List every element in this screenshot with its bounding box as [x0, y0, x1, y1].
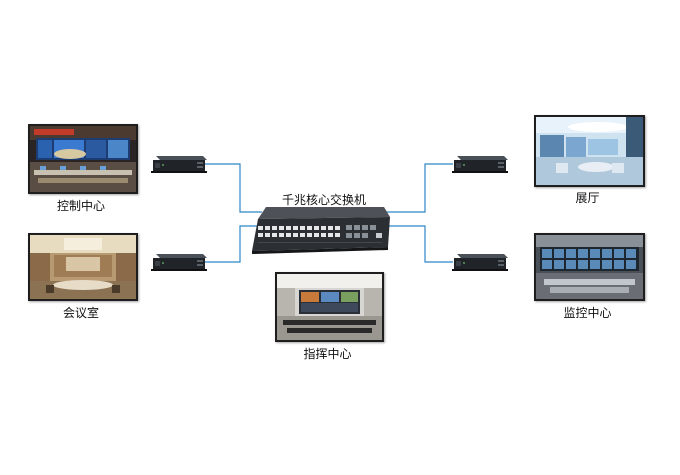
network-encoder-icon [151, 254, 207, 271]
command-center-photo [275, 272, 384, 342]
control-center-photo [28, 124, 138, 194]
meeting-room-label: 会议室 [62, 306, 99, 320]
link-control-center [205, 163, 262, 213]
control-center-label: 控制中心 [56, 199, 105, 213]
link-monitor-center [385, 225, 453, 263]
core-switch-label: 千兆核心交换机 [281, 193, 366, 207]
link-exhibition-hall [385, 163, 453, 213]
network-encoder-icon [452, 156, 508, 173]
monitor-center-photo [534, 233, 645, 301]
core-switch-icon [252, 207, 390, 254]
command-center-label: 指挥中心 [303, 347, 352, 361]
meeting-room-photo [28, 233, 138, 301]
network-encoder-icon [452, 254, 508, 271]
link-meeting-room [205, 225, 262, 263]
exhibition-hall-label: 展厅 [575, 191, 600, 205]
exhibition-hall-photo [534, 115, 645, 187]
network-encoder-icon [151, 156, 207, 173]
monitor-center-label: 监控中心 [563, 306, 612, 320]
